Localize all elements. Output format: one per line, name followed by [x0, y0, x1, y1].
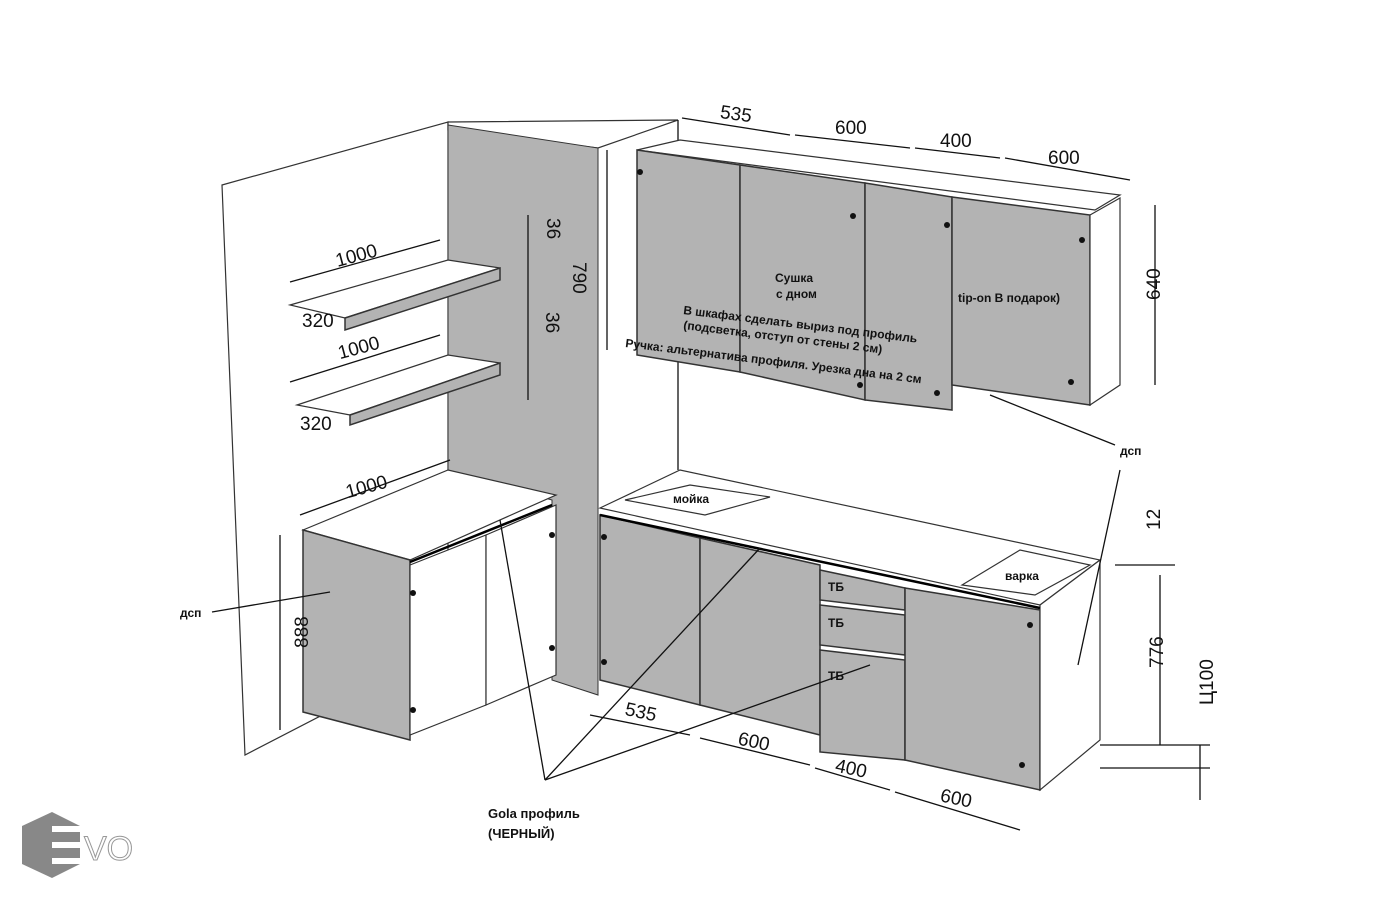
base-door-2[interactable] [699, 537, 821, 736]
label-sink: мойка [673, 492, 709, 506]
shelf-2-edge [349, 361, 501, 427]
upper-top [636, 139, 1122, 211]
dim-lower-3: 400 [833, 756, 868, 783]
corner-gola-profile [409, 503, 553, 564]
hinge-dots [637, 169, 1085, 396]
hinge-dot [410, 707, 416, 713]
corner-door-2 [485, 504, 557, 706]
label-drying: Сушка [775, 271, 813, 285]
dim-shelf-1-thickness: 36 [542, 218, 563, 239]
drawer-3[interactable] [819, 649, 906, 761]
gola-profile [599, 513, 1041, 610]
svg-text:VO: VO [84, 830, 133, 868]
label-hob: варка [1005, 569, 1039, 583]
label-drawer-2: ТБ [828, 616, 844, 630]
dim-lower-4: 600 [938, 785, 973, 812]
evo-logo: VO [22, 812, 134, 878]
dimension-lines [211, 117, 1210, 831]
dim-upper-height: 790 [568, 262, 589, 294]
label-drying-bottom: с дном [776, 287, 817, 301]
base-door-1[interactable] [599, 514, 701, 706]
dim-lower-2: 600 [736, 729, 771, 756]
hob [960, 549, 1092, 596]
label-drawer-1: ТБ [828, 580, 844, 594]
shelf-1-edge [344, 266, 501, 332]
label-dsp-left: дсп [180, 606, 201, 620]
label-gola: Gola профиль [488, 806, 580, 821]
corner-door-1 [409, 534, 487, 736]
hinge-dot [410, 590, 416, 596]
dim-upper-1: 535 [719, 102, 753, 127]
dim-shelf-1-depth: 320 [302, 311, 334, 332]
label-tip-on: tip-on В подарок) [958, 291, 1060, 305]
dim-corner-height: 888 [292, 616, 313, 648]
hinge-dot [549, 532, 555, 538]
dim-upper-4: 600 [1048, 148, 1080, 169]
upper-door-3[interactable] [864, 182, 953, 411]
hinge-dot [549, 645, 555, 651]
hinge-dots [601, 534, 1033, 768]
dim-shelf-2-depth: 320 [300, 414, 332, 435]
corner-side [302, 529, 411, 741]
upper-side [1089, 196, 1121, 407]
base-door-4[interactable] [904, 587, 1041, 791]
dim-upper-3: 400 [940, 131, 972, 152]
label-drawer-3: ТБ [828, 669, 844, 683]
dim-upper-2: 600 [835, 118, 867, 139]
drawer-2[interactable] [819, 604, 906, 656]
dim-lower-height: 776 [1147, 636, 1168, 668]
base-side [1039, 558, 1101, 792]
dim-countertop: 12 [1144, 509, 1165, 530]
sink [624, 484, 771, 516]
label-dsp-right: дсп [1120, 444, 1141, 458]
dim-upper-cab-height: 640 [1144, 268, 1165, 300]
dim-plinth: Ц100 [1197, 659, 1218, 705]
label-gola-color: (ЧЕРНЫЙ) [488, 826, 555, 841]
dim-shelf-2-thickness: 36 [541, 312, 562, 333]
